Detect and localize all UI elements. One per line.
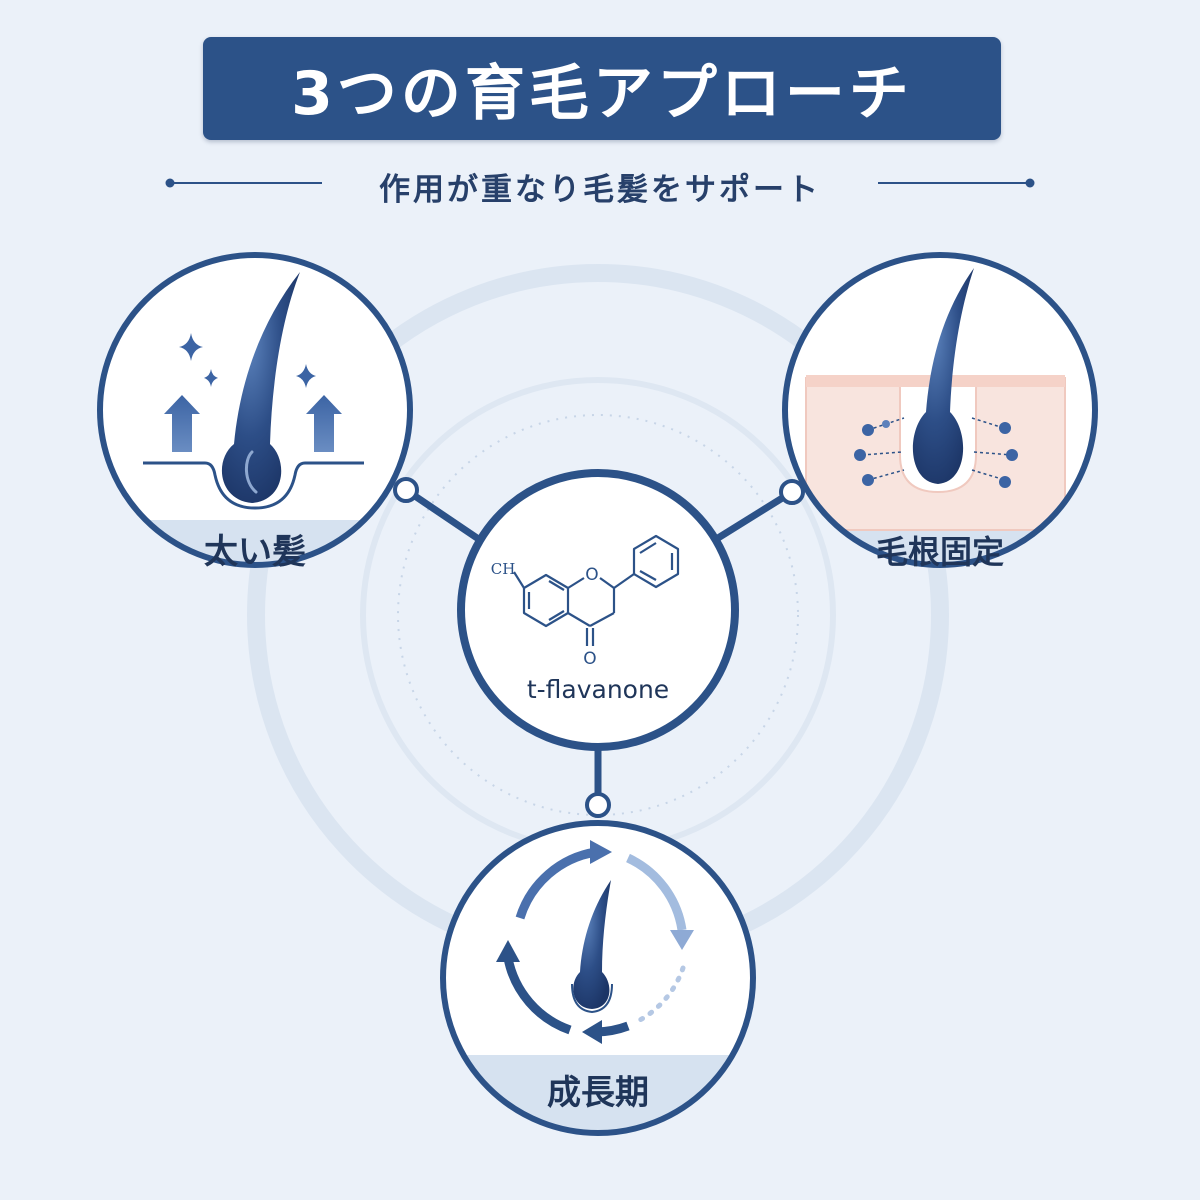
node-root-anchor-label: 毛根固定 (876, 533, 1004, 571)
skin-line (143, 461, 364, 510)
node-thick-hair-border (97, 252, 413, 568)
follicle-outline (571, 983, 613, 1014)
root-hair-icon (912, 268, 974, 484)
up-arrow-left-icon (164, 395, 200, 452)
molecule-atom-o-carbonyl: O (583, 649, 596, 669)
molecule-structure (513, 534, 680, 646)
node-thick-hair-label: 太い髪 (204, 532, 306, 572)
molecule-atom-ch: CH (491, 560, 516, 578)
junction-dot-right (779, 479, 805, 505)
junction-dot-bottom (585, 792, 611, 818)
sparkle-right-icon (296, 364, 316, 388)
cycle-arrowhead-left (496, 940, 520, 962)
subtitle-row: 作用が重なり毛髪をサポート (165, 160, 1035, 208)
cycle-arrowhead-bottom (582, 1020, 602, 1044)
up-arrow-right-icon (306, 395, 342, 452)
compound-name: t-flavanone (527, 675, 669, 704)
cycle-arrowhead-right (670, 930, 694, 950)
cycle-arc-bottom-left (503, 957, 572, 1035)
anchor-molecules-right (971, 417, 1018, 488)
sparkle-small-icon (204, 369, 218, 387)
growing-hair-icon (573, 880, 611, 1009)
subtitle: 作用が重なり毛髪をサポート (379, 172, 821, 208)
molecule-atom-o-ring: O (585, 565, 598, 585)
anchor-molecules-left (854, 417, 905, 486)
hair-highlight (245, 450, 258, 494)
hair-strand-icon (221, 272, 300, 503)
page-title: 3つの育毛アプローチ (291, 59, 913, 129)
cycle-arc-top-right (626, 853, 687, 931)
subtitle-decor (165, 178, 1035, 188)
connector-right (716, 489, 794, 541)
connector-left (404, 487, 482, 543)
center-circle (457, 469, 739, 751)
junction-dots (393, 477, 805, 818)
node-growth-phase: 成長期 (440, 820, 756, 1136)
junction-dot-left (393, 477, 419, 503)
sparkle-large-icon (179, 333, 203, 361)
node-root-anchor-border (782, 252, 1098, 568)
subtitle-dot-right (1025, 178, 1035, 188)
title-banner: 3つの育毛アプローチ (203, 37, 1001, 140)
node-root-anchor: 毛根固定 (782, 252, 1098, 571)
node-growth-phase-label: 成長期 (547, 1073, 649, 1113)
cycle-arrowhead-top (590, 840, 612, 864)
node-center-compound: CH O O t-flavanone (457, 469, 739, 751)
subtitle-dot-left (165, 178, 175, 188)
cycle-arc-top-left (515, 847, 597, 920)
dotted-ring (397, 414, 799, 816)
node-growth-phase-border (440, 820, 756, 1136)
cycle-arc-dotted (637, 965, 686, 1023)
